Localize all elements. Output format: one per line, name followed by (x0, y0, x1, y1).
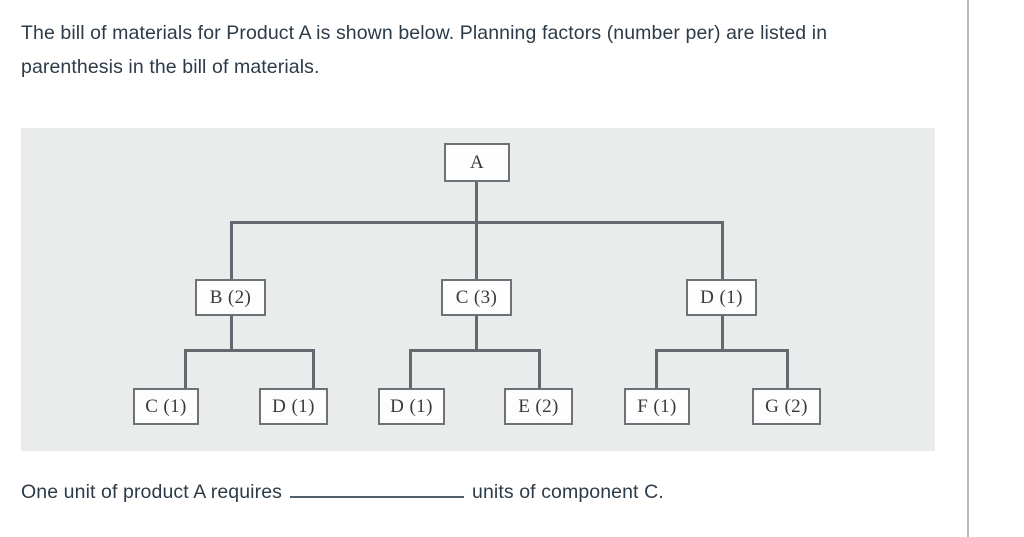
connector-d1-bus (655, 349, 789, 352)
connector-d1-to-f1 (655, 349, 658, 388)
connector-c3-bus (409, 349, 541, 352)
answer-suffix: units of component C. (472, 481, 664, 503)
connector-d1-to-g2 (786, 349, 789, 388)
connector-b2-stem (230, 316, 233, 350)
bom-node-c3-e2[interactable]: E (2) (504, 388, 573, 425)
connector-b2-to-c1 (184, 349, 187, 388)
answer-prefix: One unit of product A requires (21, 481, 282, 503)
bom-node-d1-f1[interactable]: F (1) (624, 388, 690, 425)
page-divider (967, 0, 969, 537)
connector-c3-to-d1 (409, 349, 412, 388)
bom-node-b2[interactable]: B (2) (195, 279, 266, 316)
connector-c3-to-e2 (538, 349, 541, 388)
connector-to-b2 (230, 221, 233, 279)
bom-node-c3[interactable]: C (3) (441, 279, 512, 316)
connector-b2-bus (184, 349, 315, 352)
bom-diagram-panel: A B (2) C (3) D (1) C (1) D (1) D (1) E … (21, 128, 935, 451)
connector-b2-to-d1 (312, 349, 315, 388)
bom-node-c3-d1[interactable]: D (1) (378, 388, 445, 425)
bom-node-b2-c1[interactable]: C (1) (133, 388, 199, 425)
answer-sentence: One unit of product A requires units of c… (21, 476, 664, 506)
question-prompt: The bill of materials for Product A is s… (21, 22, 828, 78)
connector-c3-stem (475, 316, 478, 350)
connector-to-c3 (475, 221, 478, 279)
connector-to-d1 (721, 221, 724, 279)
connector-d1-stem (721, 316, 724, 350)
bom-node-b2-d1[interactable]: D (1) (259, 388, 328, 425)
connector-a-stem (475, 182, 478, 222)
bom-node-a[interactable]: A (444, 143, 510, 182)
bom-node-d1-g2[interactable]: G (2) (752, 388, 821, 425)
bom-node-d1[interactable]: D (1) (686, 279, 757, 316)
answer-blank-input[interactable] (290, 476, 464, 498)
